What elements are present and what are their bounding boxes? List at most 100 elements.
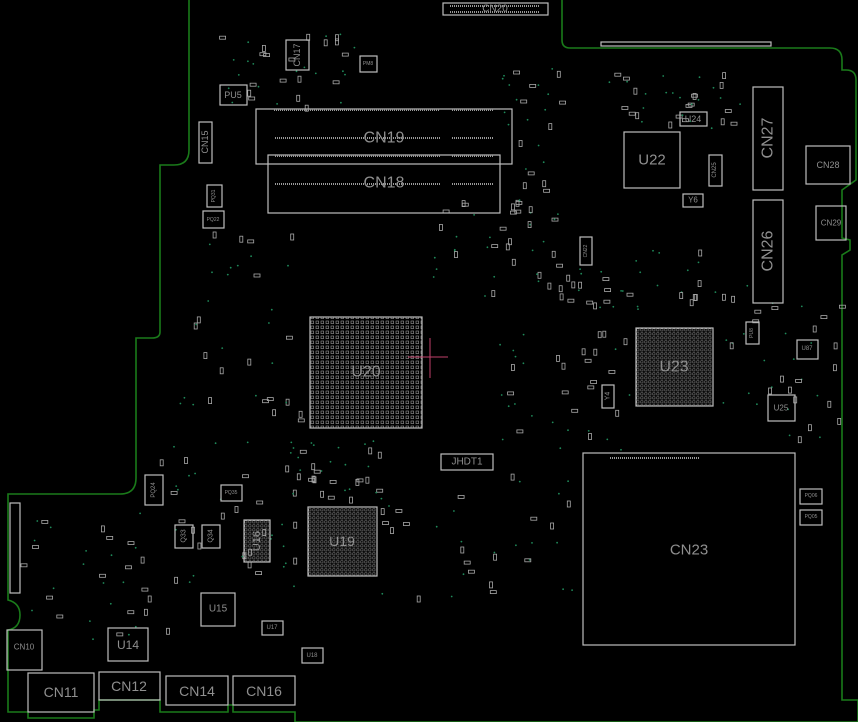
- chip-u15[interactable]: U15: [200, 592, 236, 627]
- passive-pad: [293, 557, 298, 565]
- passive-pad: [141, 587, 149, 592]
- passive-pad: [626, 292, 634, 297]
- connector-cn22[interactable]: CN22: [579, 236, 593, 266]
- via: [337, 446, 340, 449]
- passive-pad: [312, 476, 317, 484]
- chip-u87[interactable]: U87: [796, 339, 819, 360]
- via: [250, 255, 253, 258]
- bga-u23[interactable]: U23: [635, 327, 714, 407]
- passive-pad: [567, 298, 575, 303]
- port-cn11[interactable]: CN11: [27, 672, 95, 713]
- via: [515, 98, 518, 101]
- passive-pad: [561, 390, 569, 395]
- chip-u22[interactable]: U22: [623, 131, 681, 189]
- via: [792, 358, 795, 360]
- chip-u25[interactable]: U25: [767, 394, 796, 422]
- header-jhdt1[interactable]: JHDT1: [440, 453, 494, 471]
- connector-cn28[interactable]: CN28: [805, 145, 851, 185]
- crystal-y4[interactable]: Y4: [601, 384, 615, 409]
- passive-pad: [590, 380, 597, 384]
- passive-pad: [623, 338, 628, 346]
- passive-pad: [380, 508, 385, 516]
- bga-u20[interactable]: U20: [309, 316, 423, 429]
- via: [531, 542, 533, 544]
- via: [536, 273, 538, 276]
- slot-cn19[interactable]: CN19: [255, 108, 513, 165]
- chip-u16[interactable]: U16: [243, 519, 271, 563]
- connector-cn25[interactable]: CN25: [708, 154, 723, 187]
- passive-pad: [106, 536, 114, 540]
- via: [522, 333, 525, 336]
- pq24-label: PQ24: [151, 482, 157, 498]
- chip-q34[interactable]: Q34: [201, 524, 221, 549]
- chip-pq05[interactable]: PQ05: [799, 509, 823, 526]
- via: [372, 440, 375, 443]
- bga-u19[interactable]: U19: [307, 506, 378, 577]
- passive-pad: [530, 516, 538, 521]
- passive-pad: [279, 78, 287, 83]
- via: [746, 284, 749, 287]
- via: [756, 403, 758, 406]
- via: [231, 101, 234, 104]
- via: [380, 497, 383, 500]
- via: [192, 574, 195, 577]
- via: [270, 308, 273, 311]
- y4-label: Y4: [605, 392, 612, 401]
- chip-pq06[interactable]: PQ06: [799, 488, 823, 505]
- via: [551, 68, 554, 70]
- via: [179, 402, 182, 405]
- connector-cn15[interactable]: CN15: [198, 121, 213, 164]
- via: [375, 491, 378, 494]
- slot-cn18[interactable]: CN18: [267, 154, 501, 214]
- crystal-y6[interactable]: Y6: [682, 193, 704, 208]
- via: [526, 118, 529, 121]
- chip-pm8[interactable]: PM8: [359, 55, 378, 73]
- chip-u17[interactable]: U17: [261, 620, 284, 636]
- q33-label: Q33: [181, 529, 188, 542]
- chip-pq24[interactable]: PQ24: [144, 474, 164, 506]
- chip-pu8[interactable]: PU8: [745, 321, 760, 345]
- chip-pq35[interactable]: PQ35: [220, 484, 243, 502]
- chip-u24[interactable]: U24: [679, 111, 708, 127]
- connector-cn29[interactable]: CN29: [815, 205, 847, 241]
- chip-pu5[interactable]: PU5: [219, 84, 248, 106]
- connector-cn26[interactable]: CN26: [752, 199, 784, 304]
- passive-pad: [46, 595, 53, 600]
- connector-cn17[interactable]: CN17: [285, 39, 310, 71]
- via: [484, 295, 486, 297]
- connector-cn10[interactable]: CN10: [6, 629, 43, 671]
- socket-cn23[interactable]: CN23: [582, 452, 796, 646]
- passive-pad: [516, 429, 524, 434]
- via: [644, 93, 647, 95]
- via: [508, 84, 511, 86]
- chip-pq31[interactable]: PQ31: [206, 184, 223, 208]
- passive-pad: [608, 369, 616, 374]
- via: [122, 581, 125, 584]
- via: [85, 550, 87, 552]
- via: [658, 252, 661, 254]
- passive-pad: [365, 476, 370, 484]
- via: [82, 563, 85, 565]
- passive-pad: [551, 217, 559, 222]
- passive-pad: [587, 385, 595, 390]
- connector-edge-left: [9, 502, 21, 594]
- chip-u18[interactable]: U18: [301, 647, 324, 664]
- passive-pad: [603, 299, 611, 304]
- passive-pad: [248, 96, 256, 101]
- cn16-label: CN16: [246, 683, 282, 699]
- passive-pad: [635, 112, 640, 120]
- passive-pad: [313, 469, 321, 474]
- chip-pq22[interactable]: PQ22: [202, 210, 225, 229]
- port-cn14[interactable]: CN14: [165, 675, 229, 706]
- via: [89, 620, 91, 622]
- chip-q33[interactable]: Q33: [174, 524, 194, 549]
- port-cn12[interactable]: CN12: [98, 671, 161, 701]
- passive-pad: [827, 400, 832, 408]
- passive-pad: [581, 348, 586, 356]
- passive-pad: [520, 99, 528, 104]
- connector-cn20[interactable]: CN20: [442, 2, 549, 16]
- port-cn16[interactable]: CN16: [232, 675, 296, 706]
- chip-u14[interactable]: U14: [107, 627, 149, 662]
- connector-cn27[interactable]: CN27: [752, 86, 784, 191]
